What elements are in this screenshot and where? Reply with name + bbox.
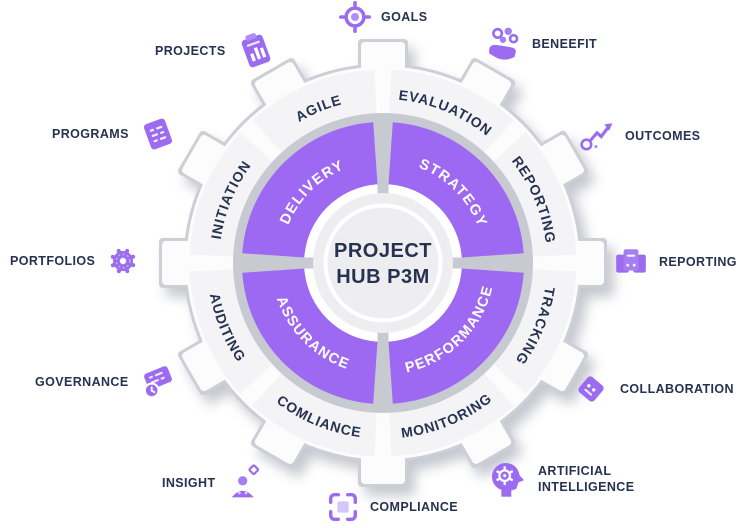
legend-item-artificial-intelligence: ARTIFICIAL INTELLIGENCE: [488, 458, 640, 500]
legend-label: PROGRAMS: [52, 127, 129, 141]
legend-item-governance: GOVERNANCE: [35, 362, 177, 402]
legend-item-programs: PROGRAMS: [52, 114, 177, 154]
chat-card-icon: [572, 370, 610, 408]
legend-item-collaboration: COLLABORATION: [572, 370, 734, 408]
clipboard-chart-icon: [236, 30, 276, 72]
legend-label: REPORTING: [659, 255, 737, 269]
frame-icon: [326, 490, 360, 524]
legend-label: GOALS: [381, 10, 428, 24]
legend-item-reporting: REPORTING: [613, 244, 737, 280]
legend-item-goals: GOALS: [339, 1, 427, 33]
legend-label: PORTFOLIOS: [10, 254, 96, 268]
legend-item-projects: PROJECTS: [155, 30, 276, 72]
legend-label: COMPLIANCE: [370, 500, 459, 514]
legend-label: BENEEFIT: [532, 37, 598, 51]
chart-up-icon: [579, 118, 615, 154]
legend-label: INSIGHT: [162, 476, 216, 490]
ai-head-icon: [488, 458, 528, 500]
target-icon: [339, 1, 371, 33]
hub-title: PROJECT HUB P3M: [334, 240, 432, 288]
clipboard-clock-icon: [139, 362, 177, 402]
hub-title-line2: HUB P3M: [336, 266, 430, 288]
legend-item-outcomes: OUTCOMES: [579, 118, 700, 154]
legend-label: OUTCOMES: [625, 129, 701, 143]
gear-wheel: [159, 39, 607, 487]
legend-item-beneefit: BENEEFIT: [486, 26, 597, 62]
report-docs-icon: [613, 244, 649, 280]
legend-item-compliance: COMPLIANCE: [326, 490, 458, 524]
hand-coins-icon: [486, 26, 522, 62]
person-idea-icon: [226, 462, 266, 504]
legend-label: ARTIFICIAL INTELLIGENCE: [538, 463, 635, 494]
legend-label: COLLABORATION: [620, 382, 734, 396]
legend-item-portfolios: PORTFOLIOS: [10, 243, 141, 279]
notepad-icon: [139, 114, 177, 154]
hub-title-line1: PROJECT: [334, 240, 432, 262]
legend-item-insight: INSIGHT: [162, 462, 266, 504]
legend-label: GOVERNANCE: [35, 375, 129, 389]
gear-icon: [105, 243, 141, 279]
legend-label: PROJECTS: [155, 44, 226, 58]
